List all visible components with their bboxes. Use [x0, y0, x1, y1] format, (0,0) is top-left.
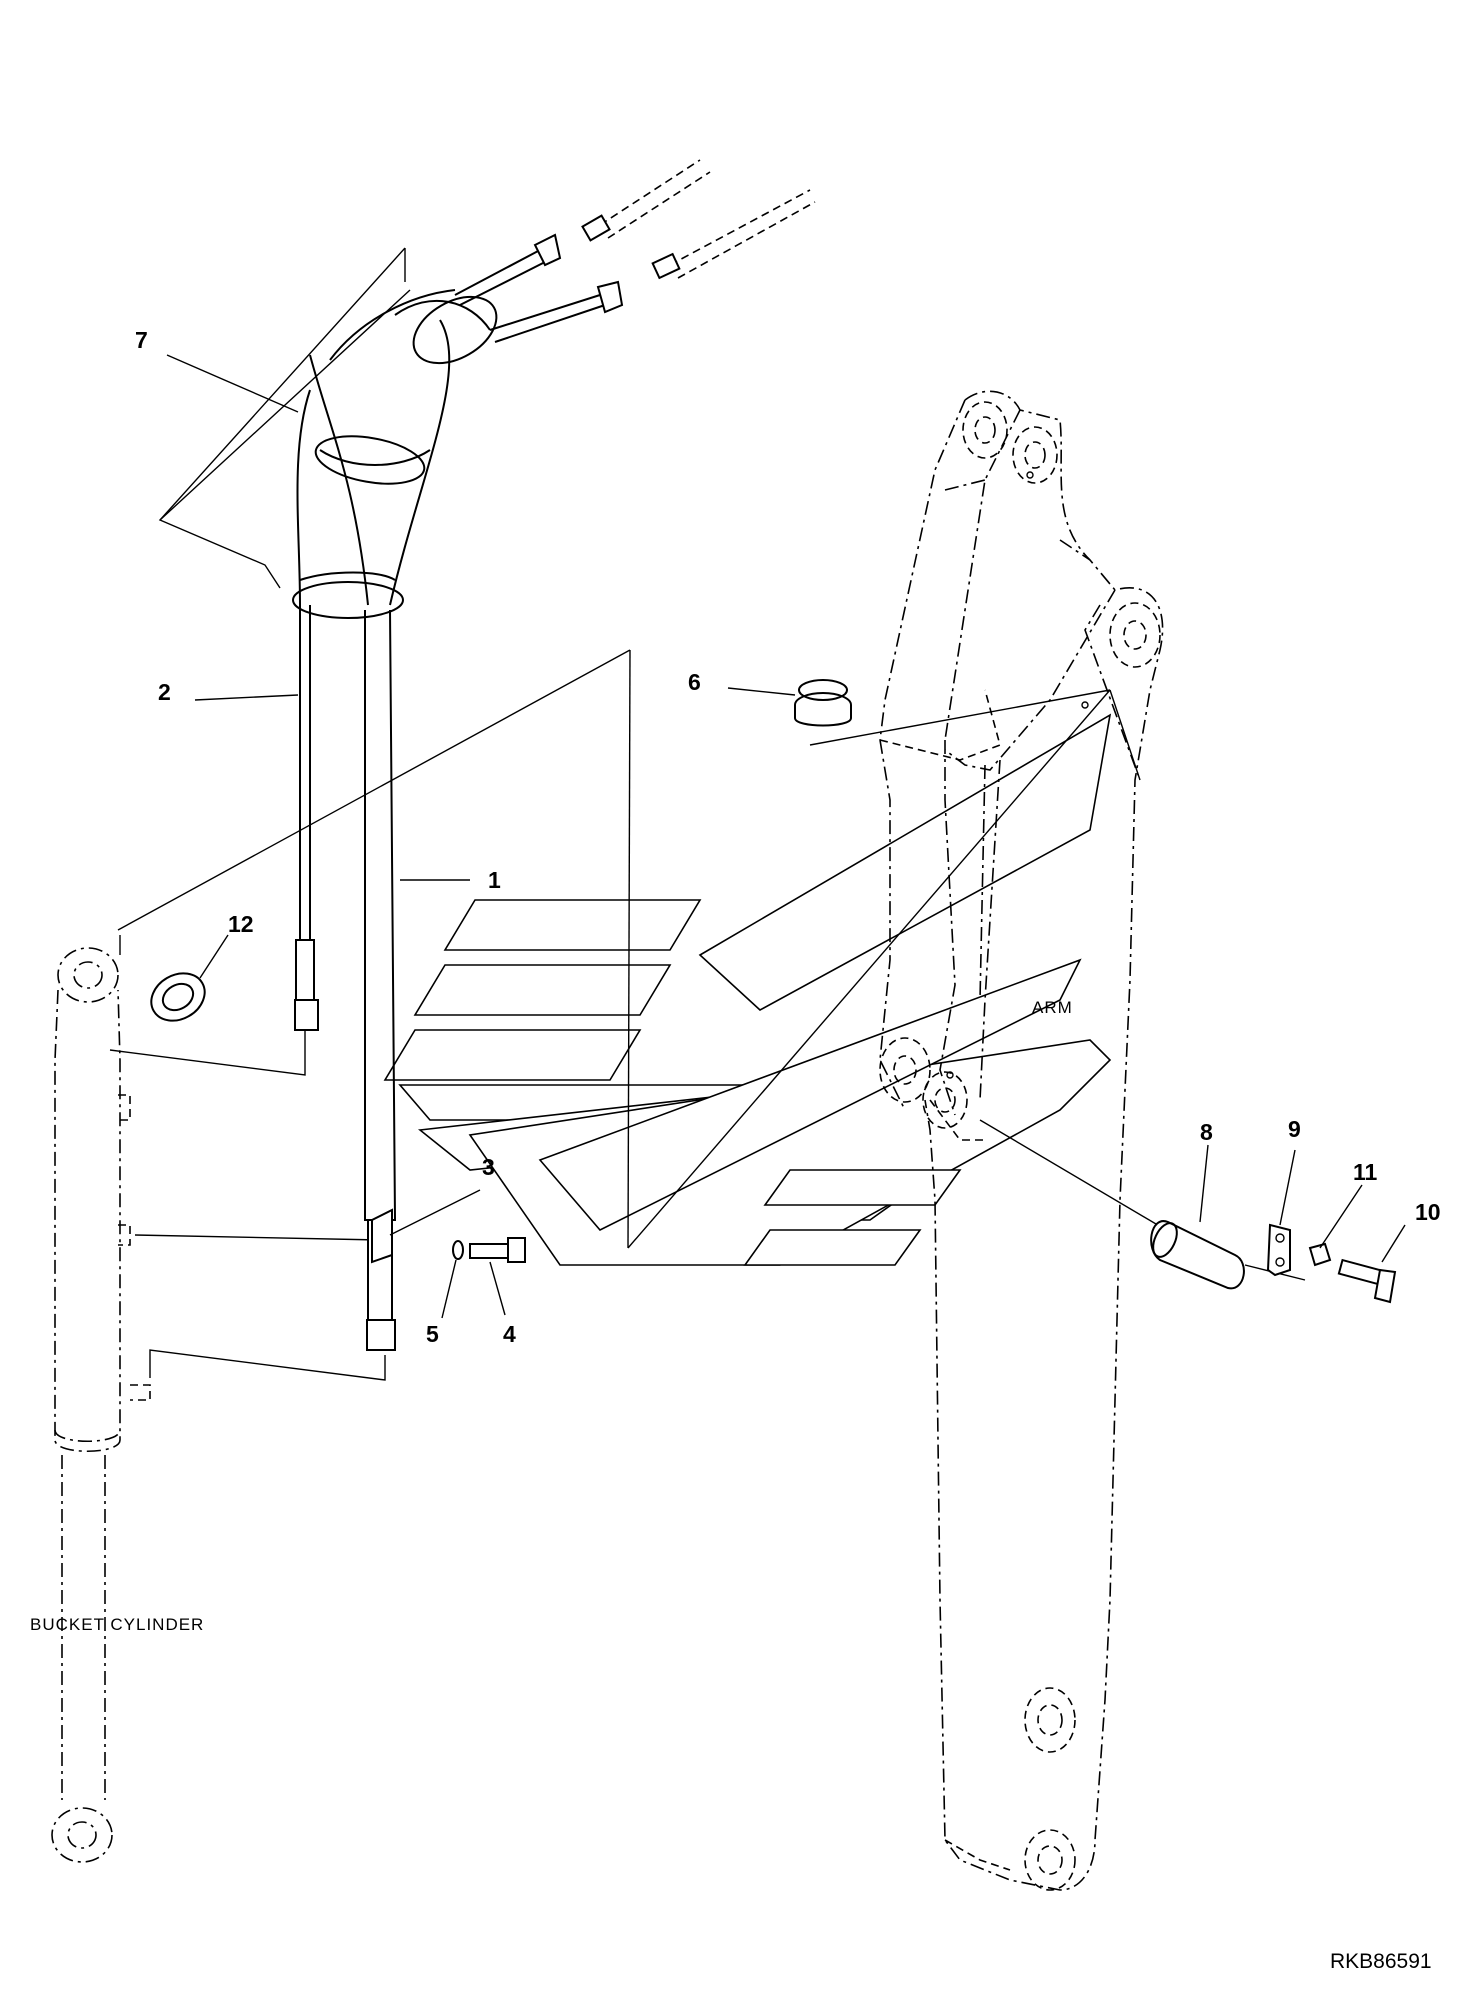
callout-3: 3 [482, 1154, 495, 1180]
upper-hose-fittings [454, 159, 816, 343]
routing-lines [109, 247, 1306, 1381]
lower-fittings [294, 939, 396, 1351]
callout-9: 9 [1288, 1116, 1301, 1142]
washer-part-11 [1308, 1242, 1332, 1267]
callout-6: 6 [688, 669, 701, 695]
callout-8: 8 [1200, 1119, 1213, 1145]
oring-part-12 [150, 972, 206, 1022]
plug-part-6 [794, 679, 852, 727]
hose-part-2 [296, 389, 311, 941]
callout-12: 12 [228, 911, 254, 937]
callout-11: 11 [1353, 1159, 1378, 1185]
callout-4: 4 [503, 1321, 516, 1347]
arm-outline [879, 390, 1164, 1891]
clip-part-3 [371, 1208, 393, 1264]
plate-part-9 [1266, 1223, 1291, 1277]
leader-lines [166, 354, 1406, 1319]
callout-5: 5 [426, 1321, 439, 1347]
callout-7: 7 [135, 327, 148, 353]
callout-10: 10 [1415, 1199, 1441, 1225]
watermark-logo [383, 713, 1112, 1266]
bolt-part-4 [469, 1237, 526, 1263]
bucket-cylinder-outline [51, 947, 151, 1863]
bucket-cylinder-label: BUCKET CYLINDER [30, 1615, 204, 1634]
arm-label: ARM [1032, 998, 1073, 1017]
bolt-part-10 [1337, 1258, 1397, 1304]
callout-numbers: 7 2 1 6 12 3 5 4 8 9 11 10 [135, 327, 1441, 1347]
callout-1: 1 [488, 867, 501, 893]
washer-part-5 [452, 1240, 464, 1260]
callout-2: 2 [158, 679, 171, 705]
reference-code: RKB86591 [1330, 1950, 1432, 1973]
clamp-part-7 [292, 289, 498, 619]
pin-part-8 [1150, 1220, 1245, 1290]
